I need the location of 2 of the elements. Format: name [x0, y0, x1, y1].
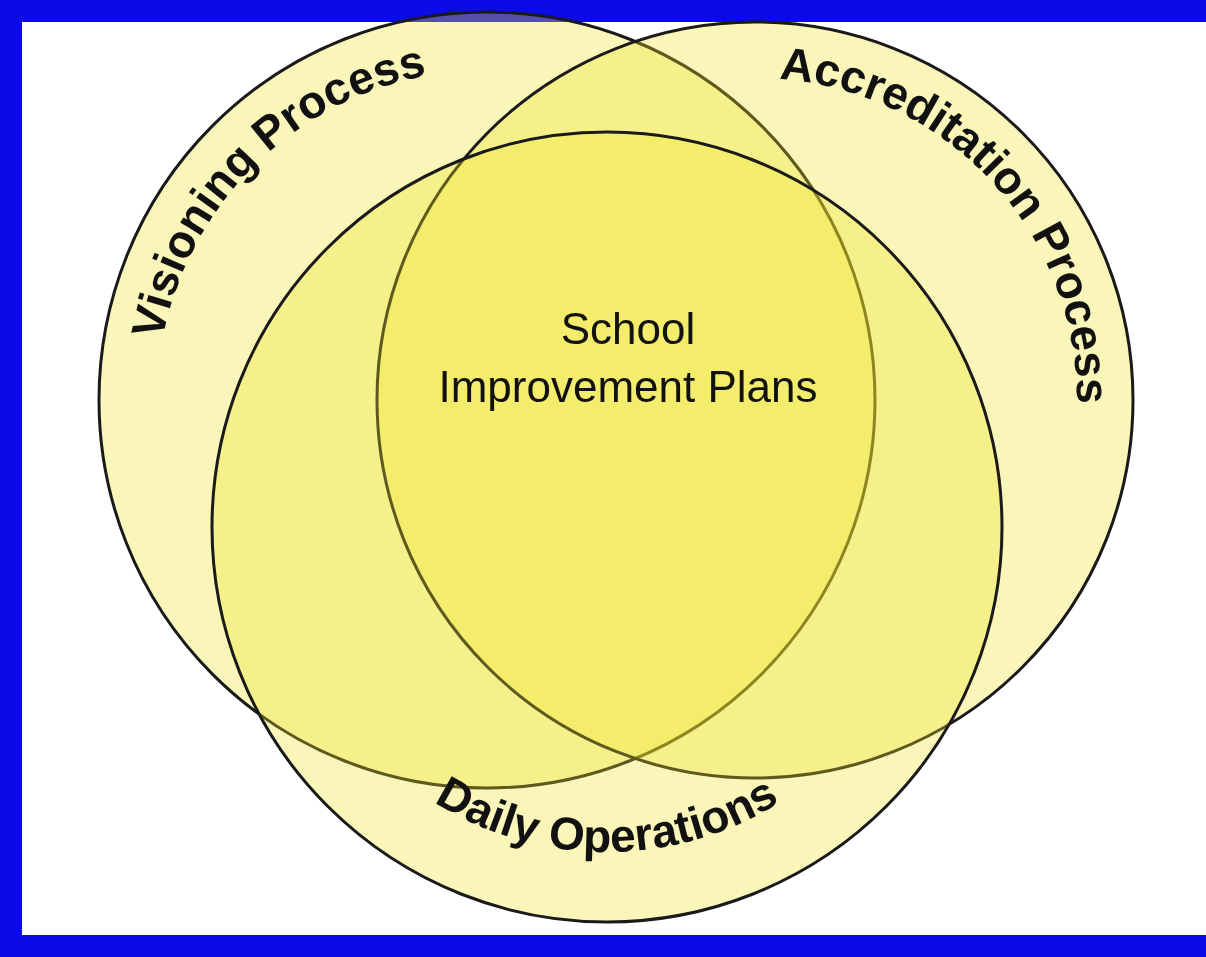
circle-label: Daily Operations	[428, 765, 786, 863]
center-label: School Improvement Plans	[437, 303, 819, 413]
